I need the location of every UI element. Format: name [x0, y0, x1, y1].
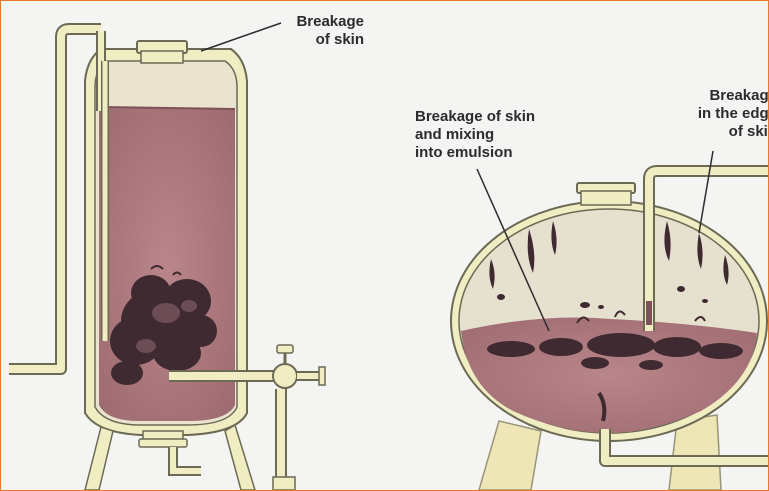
tall-tank — [9, 23, 325, 490]
round-tank — [451, 151, 768, 490]
round-tank-edge-label-leader — [699, 151, 713, 233]
tall-tank-breakage-label: Breakage of skin — [282, 13, 364, 49]
tall-tank-leg-right — [225, 425, 255, 490]
round-tank-edge-label: Breakage in the edge of skin — [637, 87, 769, 141]
valve-icon — [273, 364, 297, 388]
round-tank-leg-left — [479, 421, 541, 490]
round-tank-mixing-label: Breakage of skin and mixing into emulsio… — [415, 108, 535, 162]
tall-tank-label-leader — [201, 23, 281, 51]
tall-tank-leg-left — [85, 427, 113, 490]
